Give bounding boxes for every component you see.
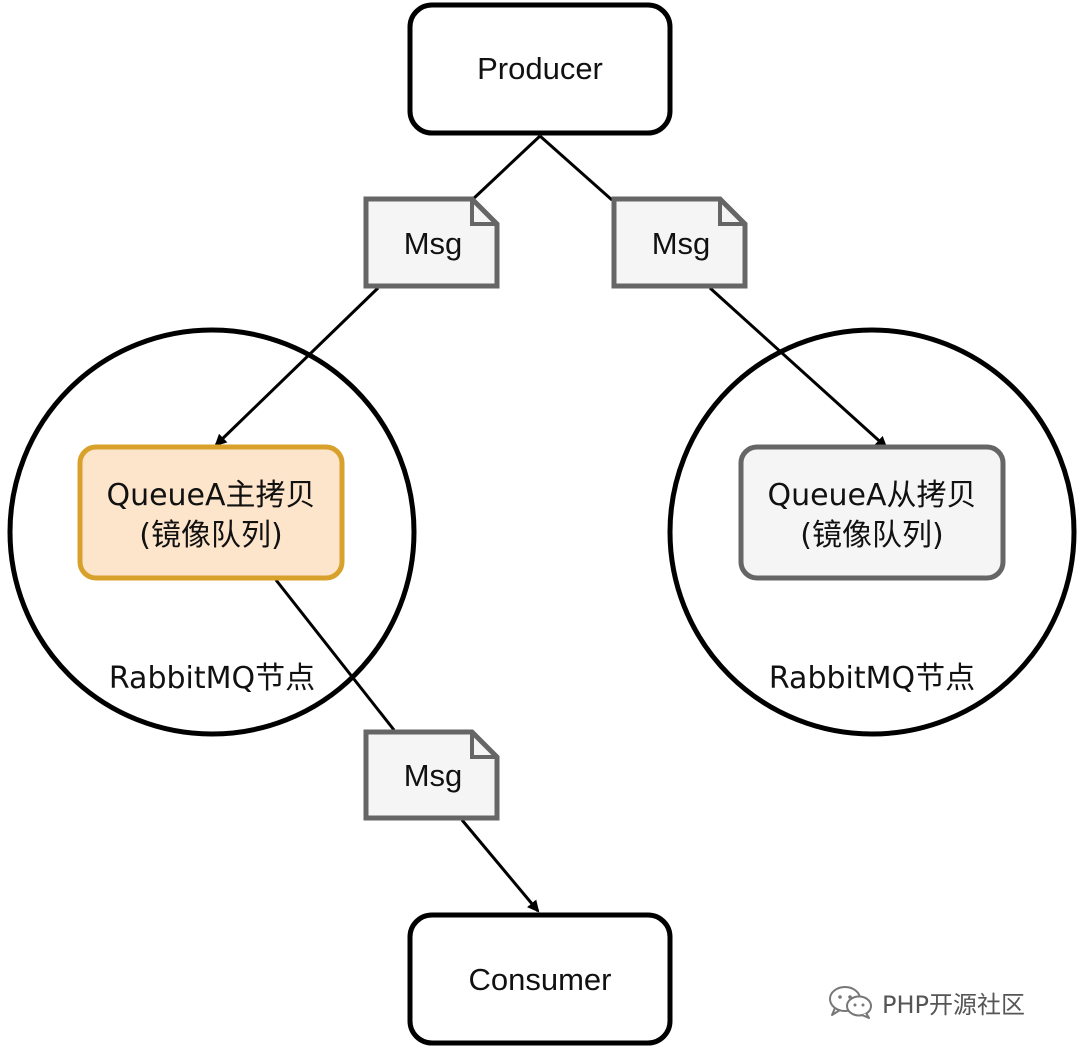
msg-document-bottom: Msg (363, 729, 500, 821)
msg-document-right: Msg (611, 196, 748, 289)
queue-master-node: QueueA主拷贝 (镜像队列) (77, 444, 345, 581)
msg-left-label: Msg (404, 226, 463, 261)
msg-document-left-shape (363, 196, 500, 289)
rabbitmq-node-right: RabbitMQ节点 (667, 327, 1077, 737)
queue-master-box (77, 444, 345, 581)
rabbitmq-node-left-circle (7, 327, 417, 737)
consumer-label: Consumer (469, 962, 612, 997)
queue-slave-node: QueueA从拷贝 (镜像队列) (738, 444, 1006, 581)
watermark-text: PHP开源社区 (882, 990, 1025, 1019)
consumer-box (407, 912, 673, 1046)
producer-label: Producer (477, 51, 603, 86)
producer-node: Producer (407, 2, 673, 136)
queue-master-line2: (镜像队列) (139, 518, 282, 553)
msg-document-bottom-shape (363, 729, 500, 821)
edge-msg-right-to-queue-slave (708, 286, 888, 449)
rabbitmq-node-left: RabbitMQ节点 (7, 327, 417, 737)
msg-document-right-shape (611, 196, 748, 289)
queue-master-line1: QueueA主拷贝 (106, 478, 315, 513)
queue-slave-line2: (镜像队列) (800, 518, 943, 553)
edge-producer-to-msg-right (539, 134, 613, 202)
rabbitmq-node-left-label: RabbitMQ节点 (109, 661, 315, 696)
edge-msg-left-to-queue-master (214, 286, 380, 447)
queue-slave-line1: QueueA从拷贝 (767, 478, 976, 513)
msg-document-right-fold (718, 199, 745, 226)
consumer-node: Consumer (407, 912, 673, 1046)
rabbitmq-node-right-circle (667, 327, 1077, 737)
msg-document-left-fold (470, 199, 497, 226)
connectors (214, 134, 888, 913)
edge-producer-to-msg-left (470, 134, 542, 202)
watermark: PHP开源社区 (826, 984, 1025, 1020)
queue-slave-box (738, 444, 1006, 581)
edge-msg-bottom-to-consumer (460, 819, 540, 913)
rabbitmq-node-right-label: RabbitMQ节点 (769, 661, 975, 696)
msg-document-bottom-fold (470, 732, 497, 759)
wechat-icon (829, 986, 872, 1019)
producer-box (407, 2, 673, 136)
msg-bottom-label: Msg (404, 758, 463, 793)
msg-right-label: Msg (652, 226, 711, 261)
msg-document-left: Msg (363, 196, 500, 289)
edge-queue-master-to-msg-bottom (274, 579, 396, 731)
